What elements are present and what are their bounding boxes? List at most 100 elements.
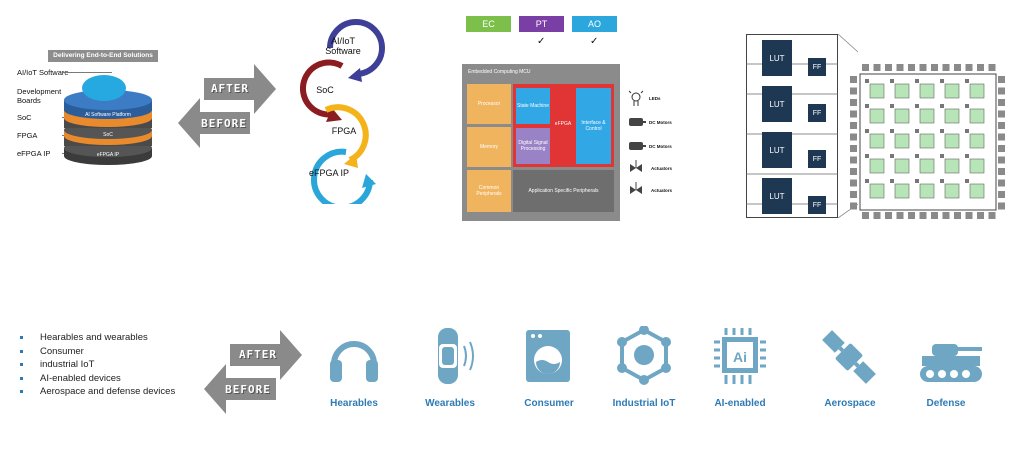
fabric-switch-box [915,129,919,133]
app-label-aerospace: Aerospace [824,398,876,409]
fabric-switch-box [890,79,894,83]
device-label-leds: LEDs [649,96,661,101]
mode-tag-ec: EC [466,16,511,32]
fabric-logic-cell [894,158,910,174]
fabric-logic-cell [869,133,885,149]
stack-label-boards: Development Boards [17,87,62,105]
stack-leader-line [62,72,112,73]
fabric-switch-box [940,129,944,133]
fabric-io-pad [998,191,1005,198]
fabric-logic-cell [969,183,985,199]
before-after-arrows-bottom [204,330,302,414]
app-label-defense: Defense [926,398,966,409]
ff-block: FF [808,58,826,76]
fabric-switch-box [915,79,919,83]
dc-motor-icon [629,142,646,150]
fabric-io-pad [998,156,1005,164]
fabric-io-pad [942,64,950,71]
fabric-switch-box [965,129,969,133]
disk-label-ai-platform: AI Software Platform [85,112,131,118]
stack-label-ai-iot: AI/IoT Software [17,68,69,77]
fabric-logic-cell [894,108,910,124]
market-item: industrial IoT [20,358,175,372]
ff-block: FF [808,150,826,168]
fabric-logic-cell [944,108,960,124]
fabric-logic-cell [919,83,935,99]
fabric-io-pad [873,212,881,219]
fabric-logic-cell [919,183,935,199]
fabric-logic-cell [969,83,985,99]
fabric-io-pad [919,64,927,71]
device-label-dc-motors-2: DC Motors [649,144,672,149]
fabric-logic-cell [944,183,960,199]
stack-banner: Delivering End-to-End Solutions [48,50,158,62]
after-label-bottom: AFTER [238,348,278,361]
fabric-logic-cell [869,108,885,124]
fabric-io-pad [954,212,961,219]
fabric-io-pad [998,99,1005,106]
stack-label-soc: SoC [17,113,32,122]
app-label-hearables: Hearables [330,398,378,409]
lut-block: LUT [762,132,792,168]
fabric-switch-box [865,79,869,83]
app-label-ai-enabled: AI-enabled [714,398,766,409]
stack-label-efpga: eFPGA IP [17,149,51,158]
network-hub-icon [617,326,671,385]
before-label-bottom: BEFORE [225,383,271,396]
fabric-logic-cell [869,158,885,174]
mcu-common-peripherals: Common Peripherals [467,170,511,212]
fabric-io-pad [977,64,984,71]
fabric-io-pad [908,64,915,71]
mode-tag-ao: AO [572,16,617,32]
fabric-switch-box [965,79,969,83]
fabric-io-pad [850,145,857,152]
fabric-io-pad [931,212,938,219]
mode-tag-pt: PT [519,16,564,32]
fabric-switch-box [915,104,919,108]
fabric-switch-box [890,104,894,108]
market-item: Aerospace and defense devices [20,385,175,399]
fabric-io-pad [850,87,857,95]
fabric-switch-box [915,154,919,158]
fpga-fabric-grid [850,64,1005,219]
ff-block: FF [808,196,826,214]
check-mark-pt: ✓ [537,36,546,47]
ring-label-fpga: FPGA [331,126,357,136]
after-label-top: AFTER [210,82,250,95]
fabric-io-pad [862,212,869,219]
fabric-io-pad [896,64,904,71]
fabric-io-pad [998,110,1005,118]
fabric-logic-cell [919,108,935,124]
fabric-io-pad [850,156,857,164]
before-label-top: BEFORE [201,117,247,130]
fabric-logic-cell [894,83,910,99]
fabric-io-pad [998,179,1005,187]
fabric-io-pad [977,212,984,219]
fabric-logic-cell [894,183,910,199]
fabric-switch-box [965,179,969,183]
fabric-switch-box [940,179,944,183]
fabric-io-pad [850,76,857,83]
mcu-interface-control: Interface & Control [576,88,611,164]
fabric-switch-box [865,129,869,133]
fabric-io-pad [919,212,927,219]
stack-disks-graphic [64,75,152,165]
ff-block: FF [808,104,826,122]
before-after-arrows-top [178,64,276,148]
disk-label-efpga: eFPGA IP [96,152,120,158]
fabric-io-pad [998,122,1005,129]
fabric-io-pad [998,145,1005,152]
fabric-logic-cell [969,133,985,149]
tank-icon [920,344,982,382]
fabric-io-pad [988,212,996,219]
device-label-actuators-2: Actuators [651,188,673,193]
market-list: Hearables and wearables Consumer industr… [20,331,175,399]
fabric-io-pad [998,76,1005,83]
market-item: Consumer [20,345,175,359]
app-label-consumer: Consumer [524,398,574,409]
fabric-switch-box [865,154,869,158]
fabric-io-pad [850,122,857,129]
disk-label-soc: SoC [103,132,113,138]
fabric-io-pad [850,179,857,187]
washing-machine-icon [526,330,570,382]
